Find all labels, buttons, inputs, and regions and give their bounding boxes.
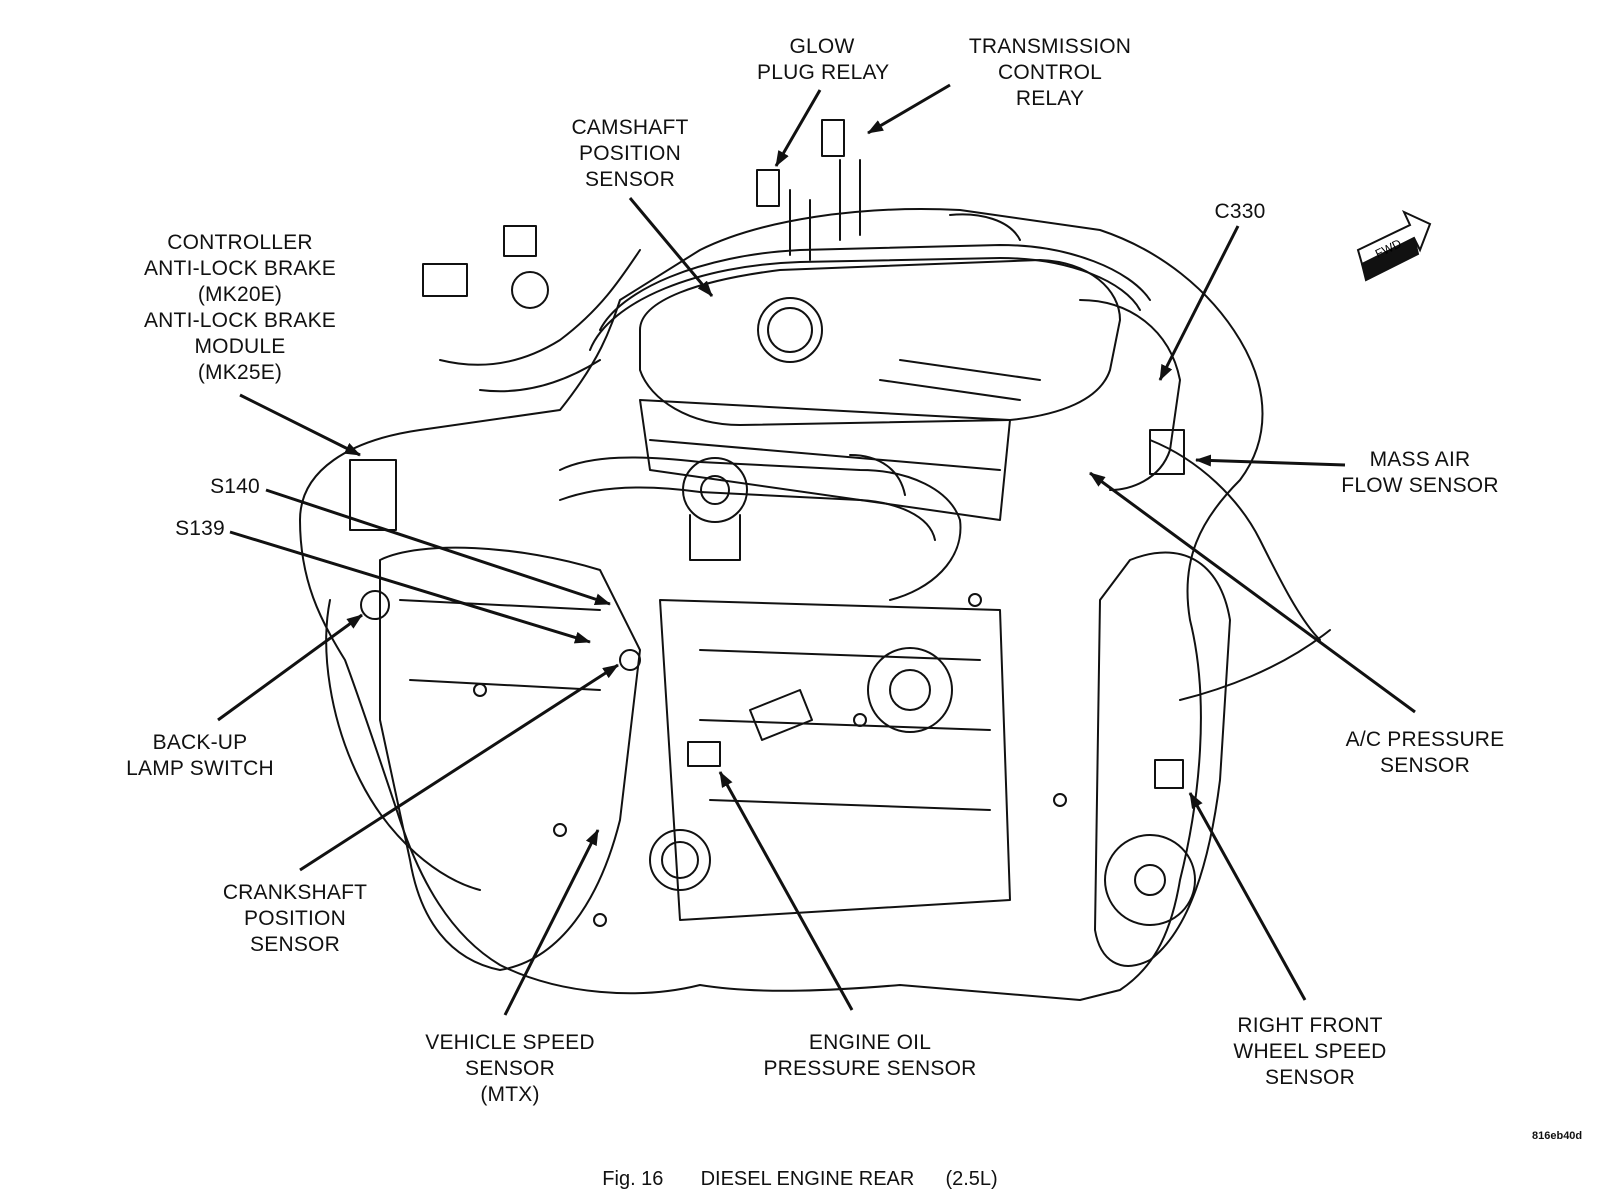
label-engine-oil-pressure-sensor: ENGINE OIL PRESSURE SENSOR bbox=[763, 1031, 977, 1080]
leader-lines bbox=[217, 83, 1416, 1016]
oil-pressure-sensor bbox=[749, 689, 813, 741]
engine-drawing bbox=[299, 119, 1331, 1001]
leader-engine-oil-pressure-sensor bbox=[718, 771, 854, 1011]
label-mass-air-flow-sensor: MASS AIR FLOW SENSOR bbox=[1341, 448, 1499, 497]
egr-valve bbox=[682, 457, 748, 523]
crank-sensor-connector bbox=[619, 649, 641, 671]
label-back-up-lamp-switch: BACK-UP LAMP SWITCH bbox=[126, 731, 274, 780]
leader-glow-plug-relay bbox=[774, 89, 822, 167]
leader-right-front-wheel-speed-sensor bbox=[1188, 792, 1307, 1001]
abs-module bbox=[349, 459, 397, 531]
oil-cap bbox=[757, 297, 823, 363]
vacuum-pump bbox=[867, 647, 953, 733]
backup-switch bbox=[360, 590, 390, 620]
label-ac-pressure-sensor: A/C PRESSURE SENSOR bbox=[1345, 728, 1505, 777]
caption-fig: Fig. 16 bbox=[602, 1168, 664, 1190]
intake-pipe bbox=[599, 244, 1151, 331]
label-transmission-control-relay: TRANSMISSION CONTROL RELAY bbox=[968, 35, 1132, 110]
image-code: 816eb40d bbox=[1532, 1130, 1583, 1142]
glow-plug-relay-connector bbox=[756, 169, 780, 207]
leader-mass-air-flow-sensor bbox=[1195, 454, 1346, 467]
wiring-harness bbox=[439, 249, 641, 366]
figure-caption: Fig. 16 DIESEL ENGINE REAR (2.5L) bbox=[0, 1168, 1600, 1191]
abs-connector-1 bbox=[503, 225, 537, 257]
pulley bbox=[1104, 834, 1196, 926]
label-s140: S140 bbox=[210, 475, 260, 498]
leader-controller-anti-lock-brake bbox=[239, 393, 361, 457]
abs-connector-2 bbox=[422, 263, 468, 297]
leader-s139 bbox=[229, 530, 591, 644]
timing-cover bbox=[1094, 551, 1231, 967]
label-crankshaft-position-sensor: CRANKSHAFT POSITION SENSOR bbox=[222, 881, 368, 956]
leader-c330 bbox=[1158, 225, 1240, 381]
transmission-relay-connector bbox=[821, 119, 845, 157]
leader-vehicle-speed-sensor bbox=[503, 829, 600, 1016]
oil-pressure-connector bbox=[687, 741, 721, 767]
turbo-pipe bbox=[559, 456, 962, 601]
label-s139: S139 bbox=[175, 517, 225, 540]
label-controller-anti-lock-brake: CONTROLLER ANTI-LOCK BRAKE (MK20E) ANTI-… bbox=[143, 231, 337, 384]
transmission-case bbox=[379, 546, 641, 971]
leader-s140 bbox=[265, 488, 611, 606]
caption-spec: (2.5L) bbox=[945, 1168, 998, 1190]
bell-housing bbox=[325, 599, 481, 891]
clutch-slave bbox=[649, 829, 711, 891]
leader-camshaft-position-sensor bbox=[628, 197, 714, 297]
engine-outline bbox=[299, 208, 1264, 1001]
leader-back-up-lamp-switch bbox=[217, 613, 363, 722]
abs-connector-3 bbox=[511, 271, 549, 309]
valve-cover bbox=[639, 259, 1121, 426]
fwd-arrow-icon: FWD bbox=[1356, 209, 1432, 282]
caption-title: DIESEL ENGINE REAR bbox=[700, 1168, 915, 1190]
wheel-speed-connector bbox=[1154, 759, 1184, 789]
maf-connector bbox=[1149, 429, 1185, 475]
leader-ac-pressure-sensor bbox=[1089, 471, 1416, 714]
engine-block bbox=[659, 599, 1011, 921]
label-right-front-wheel-speed-sensor: RIGHT FRONT WHEEL SPEED SENSOR bbox=[1233, 1014, 1387, 1089]
label-c330: C330 bbox=[1214, 200, 1266, 223]
leader-crankshaft-position-sensor bbox=[299, 663, 619, 872]
label-glow-plug-relay: GLOW PLUG RELAY bbox=[757, 35, 890, 84]
label-vehicle-speed-sensor: VEHICLE SPEED SENSOR (MTX) bbox=[425, 1031, 595, 1106]
leader-transmission-control-relay bbox=[867, 83, 951, 135]
cylinder-head bbox=[639, 399, 1011, 521]
label-camshaft-position-sensor: CAMSHAFT POSITION SENSOR bbox=[571, 116, 689, 191]
